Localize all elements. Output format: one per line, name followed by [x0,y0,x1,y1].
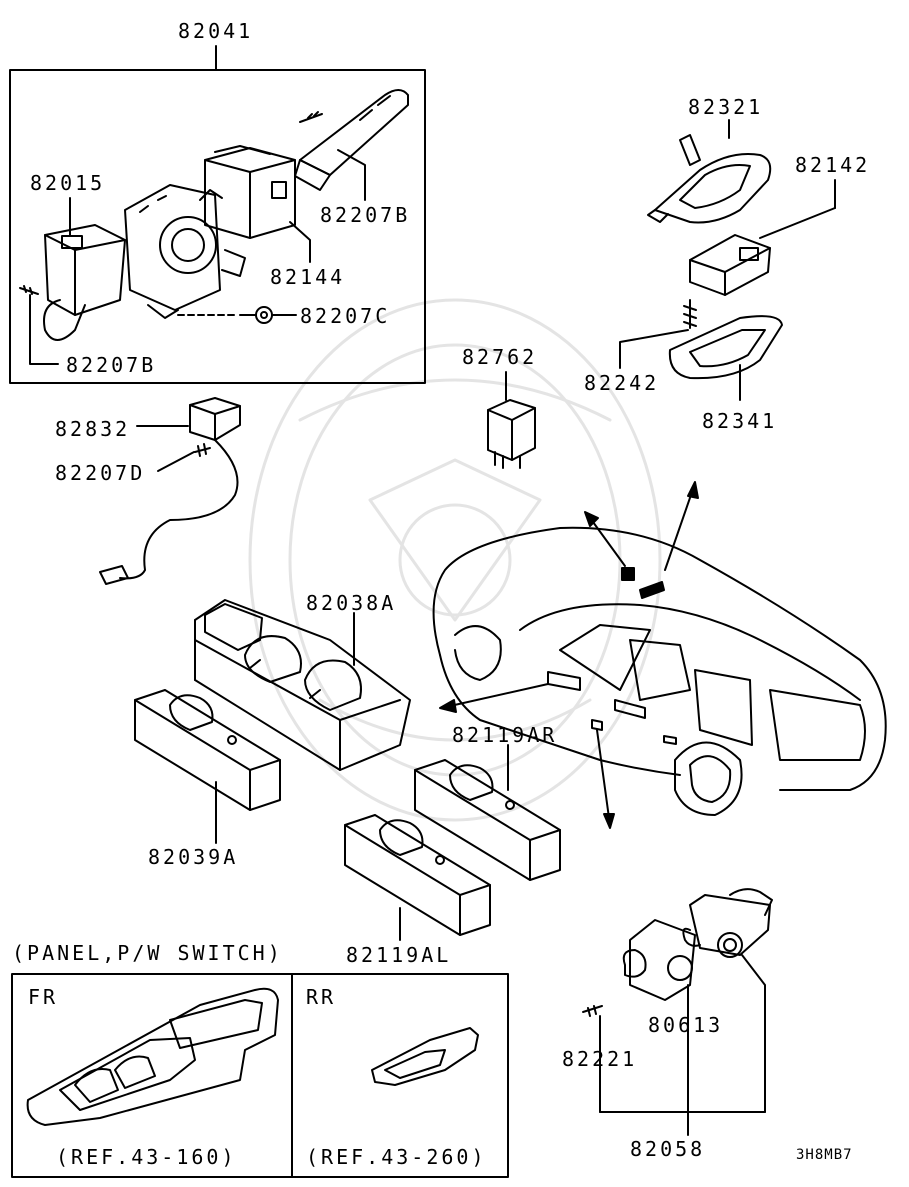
sub-pw-switch-82119AR [414,744,561,881]
relay-82762 [487,371,536,469]
label-82119AL: 82119AL [346,943,452,967]
label-82242: 82242 [584,371,660,395]
label-82207B-bottom: 82207B [66,353,157,377]
label-82321: 82321 [688,95,764,119]
panel-rr-ref: (REF.43-260) [306,1145,487,1169]
label-82221: 82221 [562,1047,638,1071]
label-82144: 82144 [270,265,346,289]
label-82039A: 82039A [148,845,239,869]
panel-fr-ref: (REF.43-160) [56,1145,237,1169]
label-82207D: 82207D [55,461,146,485]
watermark-emblem [248,298,662,822]
sub-pw-switch-82119AL [344,814,491,941]
steering-column-switch-group [19,45,409,365]
diagram-code: 3H8MB7 [796,1147,853,1163]
vehicle-outline [432,481,887,829]
door-switch-82058 [582,888,773,1136]
label-82015: 82015 [30,171,106,195]
label-82207C: 82207C [300,304,391,328]
label-82341: 82341 [702,409,778,433]
group-82041-frame [9,69,426,384]
panel-fr-label: FR [28,985,59,1009]
label-82041: 82041 [178,19,254,43]
room-lamp-group [619,119,836,401]
panel-rr-label: RR [306,985,337,1009]
panel-pw-switch-box [11,973,509,1178]
label-82207B-top: 82207B [320,203,411,227]
sub-pw-switch-82039A [134,689,281,844]
label-80613: 80613 [648,1013,724,1037]
label-82142: 82142 [795,153,871,177]
label-82038A: 82038A [306,591,397,615]
label-82119AR: 82119AR [452,723,558,747]
door-switch-82832 [99,397,241,585]
label-82832: 82832 [55,417,131,441]
panel-title: (PANEL,P/W SWITCH) [12,941,283,965]
label-82762: 82762 [462,345,538,369]
main-pw-switch-82038A [194,599,411,771]
label-82058: 82058 [630,1137,706,1161]
